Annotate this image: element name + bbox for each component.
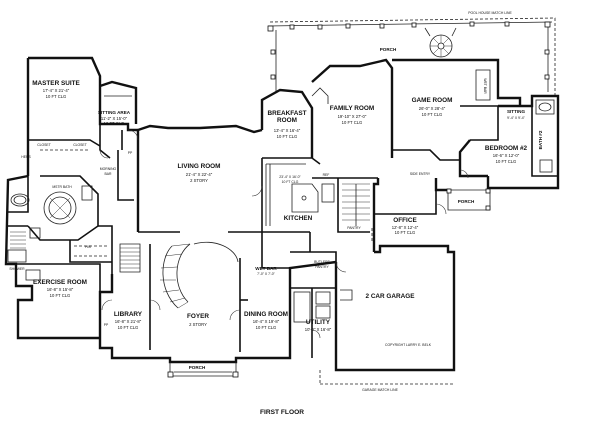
pp-label-1: PP: [128, 151, 133, 155]
pool-house-match-line: POOL HOUSE MATCH LINE: [468, 11, 512, 15]
butlers-label-2: PANTRY: [315, 265, 329, 269]
hers-label: HERS: [21, 155, 31, 159]
ref-label: REF: [323, 173, 330, 177]
bedroom-2-clg: 10 FT CLG: [496, 159, 517, 164]
game-room-label: GAME ROOM: [412, 97, 453, 104]
dining-label: DINING ROOM: [244, 311, 288, 318]
sitting-2-label: SITTING: [507, 109, 526, 114]
family-room-label: FAMILY ROOM: [330, 105, 374, 112]
fixtures: [7, 69, 555, 323]
game-room-clg: 10 FT CLG: [422, 112, 443, 117]
wet-bar-label: WET BAR: [255, 266, 277, 271]
master-suite-dim: 17'-4" X 21'-4": [43, 88, 70, 93]
master-suite-label: MASTER SUITE: [32, 80, 80, 87]
dining-clg: 10 FT CLG: [256, 325, 277, 330]
office-dim: 12'-8" X 12'-4": [392, 225, 419, 230]
sitting-area-clg: 10 FT CLG: [104, 121, 125, 126]
porch-right-label: PORCH: [458, 199, 475, 204]
shower-label: SHOWER: [9, 267, 25, 271]
pantry-label: PANTRY: [347, 226, 361, 230]
bath-2-label: BATH #2: [538, 130, 543, 149]
exercise-label: EXERCISE ROOM: [33, 279, 87, 286]
master-bath-label: MSTR BATH: [52, 185, 72, 189]
breakfast-label-2: ROOM: [277, 117, 297, 124]
closet-b-label: CLOSET: [73, 143, 87, 147]
sitting-area-label: SITTING AREA: [98, 110, 131, 115]
breakfast-dim: 13'-4" X 16'-4": [274, 128, 301, 133]
dining-dim: 16'-4" X 19'-8": [253, 319, 280, 324]
morning-bar-label-1: MORNING: [100, 167, 117, 171]
his-label: HIS: [85, 245, 91, 249]
breakfast-clg: 10 FT CLG: [277, 134, 298, 139]
master-suite-clg: 10 FT CLG: [46, 94, 67, 99]
kitchen-clg: 10 FT CLG: [282, 180, 299, 184]
closet-a-label: CLOSET: [37, 143, 51, 147]
garage-match-line: [319, 370, 454, 385]
office-clg: 10 FT CLG: [395, 230, 416, 235]
copyright-label: COPYRIGHT LARRY E. BELK: [385, 343, 432, 347]
game-wet-bar-label: WET BAR: [483, 78, 487, 94]
exterior-walls: [4, 56, 560, 372]
room-labels: POOL HOUSE MATCH LINE MASTER SUITE 17'-4…: [9, 11, 543, 416]
kitchen-dim: 23'-4" X 16'-0": [279, 175, 301, 179]
family-room-dim: 19'-10" X 27'-0": [338, 114, 367, 119]
exercise-dim: 16'-8" X 15'-8": [47, 287, 74, 292]
living-room-clg: 2 STORY: [190, 178, 208, 183]
interior-walls: [8, 105, 558, 358]
sitting-area-dim: 11'-2" X 15'-0": [101, 116, 128, 121]
side-entry-label: SIDE ENTRY: [410, 172, 431, 176]
living-room-label: LIVING ROOM: [178, 163, 221, 170]
sheet-title: FIRST FLOOR: [260, 409, 304, 416]
garage-match-line-label: GARAGE MATCH LINE: [362, 388, 398, 392]
kitchen-label: KITCHEN: [284, 215, 313, 222]
rear-porch: [267, 17, 556, 98]
porch-top-label: PORCH: [380, 47, 397, 52]
bedroom-2-dim: 16'-6" X 12'-0": [493, 153, 520, 158]
family-room-clg: 10 FT CLG: [342, 120, 363, 125]
butlers-label-1: BUTLERS: [314, 260, 330, 264]
game-room-dim: 26'-0" X 28'-4": [419, 106, 446, 111]
door-swings: [99, 129, 469, 339]
utility-dim: 10'-0" X 16'-8": [305, 327, 332, 332]
garage-label: 2 CAR GARAGE: [365, 293, 415, 300]
morning-bar-label-2: BAR: [105, 172, 113, 176]
bedroom-2-label: BEDROOM #2: [485, 145, 528, 152]
office-label: OFFICE: [393, 217, 417, 224]
library-clg: 10 FT CLG: [118, 325, 139, 330]
exercise-clg: 10 FT CLG: [50, 293, 71, 298]
sitting-2-dim: 9'-4" X 9'-4": [507, 116, 525, 120]
front-porch: [167, 362, 239, 378]
porch-front-label: PORCH: [189, 365, 206, 370]
breakfast-label-1: BREAKFAST: [267, 110, 306, 117]
pp-label-2: PP: [104, 323, 109, 327]
living-room-dim: 21'-4" X 22'-4": [186, 172, 213, 177]
wet-bar-dim: 7'-0" X 7'-0": [257, 272, 275, 276]
utility-label: UTILITY: [306, 319, 331, 326]
library-dim: 16'-8" X 21'-8": [115, 319, 142, 324]
side-porch: [446, 188, 491, 211]
library-label: LIBRARY: [114, 311, 143, 318]
foyer-clg: 2 STORY: [189, 322, 207, 327]
foyer-label: FOYER: [187, 313, 209, 320]
